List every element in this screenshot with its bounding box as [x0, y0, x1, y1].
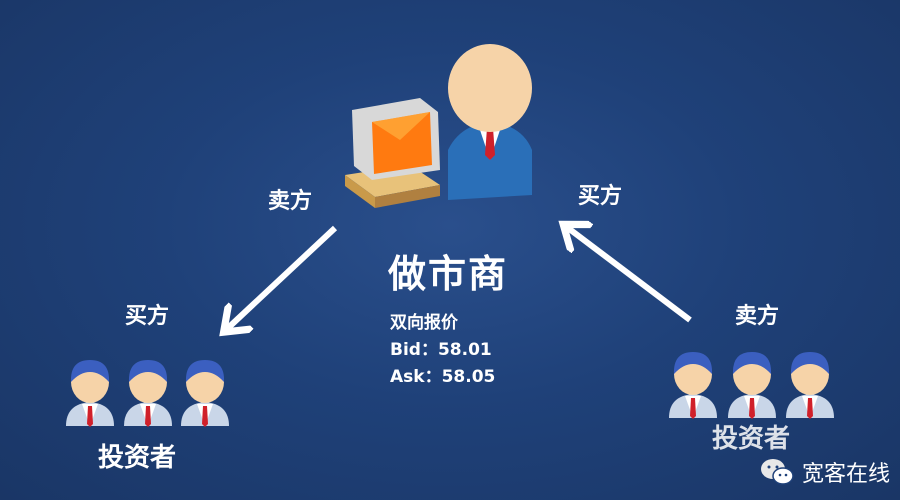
watermark: 宽客在线	[760, 456, 890, 488]
quote-title: 双向报价	[390, 313, 458, 333]
left-investors-icon	[66, 360, 229, 427]
arrow-to-market-maker	[568, 228, 692, 323]
ask-price: Ask：58.05	[390, 367, 496, 387]
right-group-name: 投资者	[712, 424, 791, 454]
market-maker-title: 做市商	[388, 252, 509, 296]
bid-price: Bid：58.01	[390, 340, 492, 360]
wechat-icon	[761, 459, 794, 485]
right-group-role: 卖方	[735, 303, 780, 329]
arrow-label-sell: 卖方	[268, 188, 313, 214]
left-group-name: 投资者	[98, 443, 177, 473]
arrow-label-buy: 买方	[578, 183, 623, 209]
computer-icon	[345, 98, 440, 208]
watermark-text: 宽客在线	[802, 462, 891, 487]
left-group-role: 买方	[125, 303, 170, 329]
arrow-to-left-investors	[228, 225, 338, 328]
market-maker-person-icon	[448, 44, 532, 200]
quote-block: 双向报价 Bid：58.01 Ask：58.05	[390, 310, 495, 391]
right-investors-icon	[669, 352, 834, 419]
